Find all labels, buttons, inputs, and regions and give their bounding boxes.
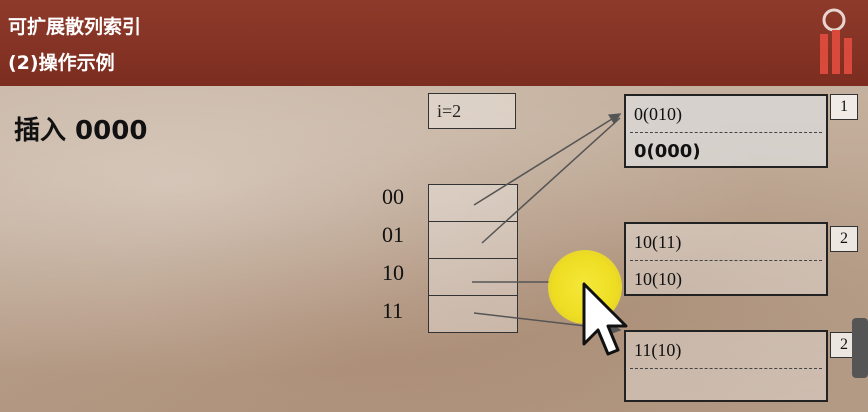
bucket-entry: 10(11)	[634, 231, 682, 252]
directory-label: 00	[382, 184, 404, 209]
scroll-handle[interactable]	[852, 318, 868, 378]
global-depth-box: i=2	[428, 93, 516, 129]
logo-icon	[820, 8, 852, 74]
bucket-divider	[630, 260, 822, 261]
bucket-depth: 2	[830, 226, 858, 252]
directory-labels: 00 01 10 11	[382, 184, 404, 336]
bucket-entry: 0(010)	[634, 103, 682, 124]
bucket-entry: 10(10)	[634, 268, 682, 289]
bucket-3: 11(10)	[624, 330, 828, 402]
bucket-2: 10(11) 10(10)	[624, 222, 828, 296]
bucket-depth: 1	[830, 94, 858, 120]
directory-cell	[428, 222, 518, 259]
directory-label: 11	[382, 298, 404, 323]
bucket-1: 0(010) 0(000)	[624, 94, 828, 168]
bucket-entry	[626, 369, 826, 405]
directory-label: 01	[382, 222, 404, 247]
directory-table	[428, 184, 518, 333]
directory-cell	[428, 296, 518, 333]
bucket-divider	[630, 132, 822, 133]
bucket-entry: 11(10)	[634, 339, 682, 360]
operation-text: 插入 0000	[14, 116, 148, 146]
bucket-divider	[630, 368, 822, 369]
mouse-pointer-icon	[582, 282, 628, 356]
directory-cell	[428, 184, 518, 222]
slide-title: 可扩展散列索引	[8, 16, 142, 38]
directory-label: 10	[382, 260, 404, 285]
slide-subtitle: (2)操作示例	[8, 52, 115, 74]
slide-header: 可扩展散列索引 (2)操作示例	[0, 0, 868, 86]
bucket-entry-new: 0(000)	[634, 140, 701, 162]
directory-cell	[428, 259, 518, 296]
